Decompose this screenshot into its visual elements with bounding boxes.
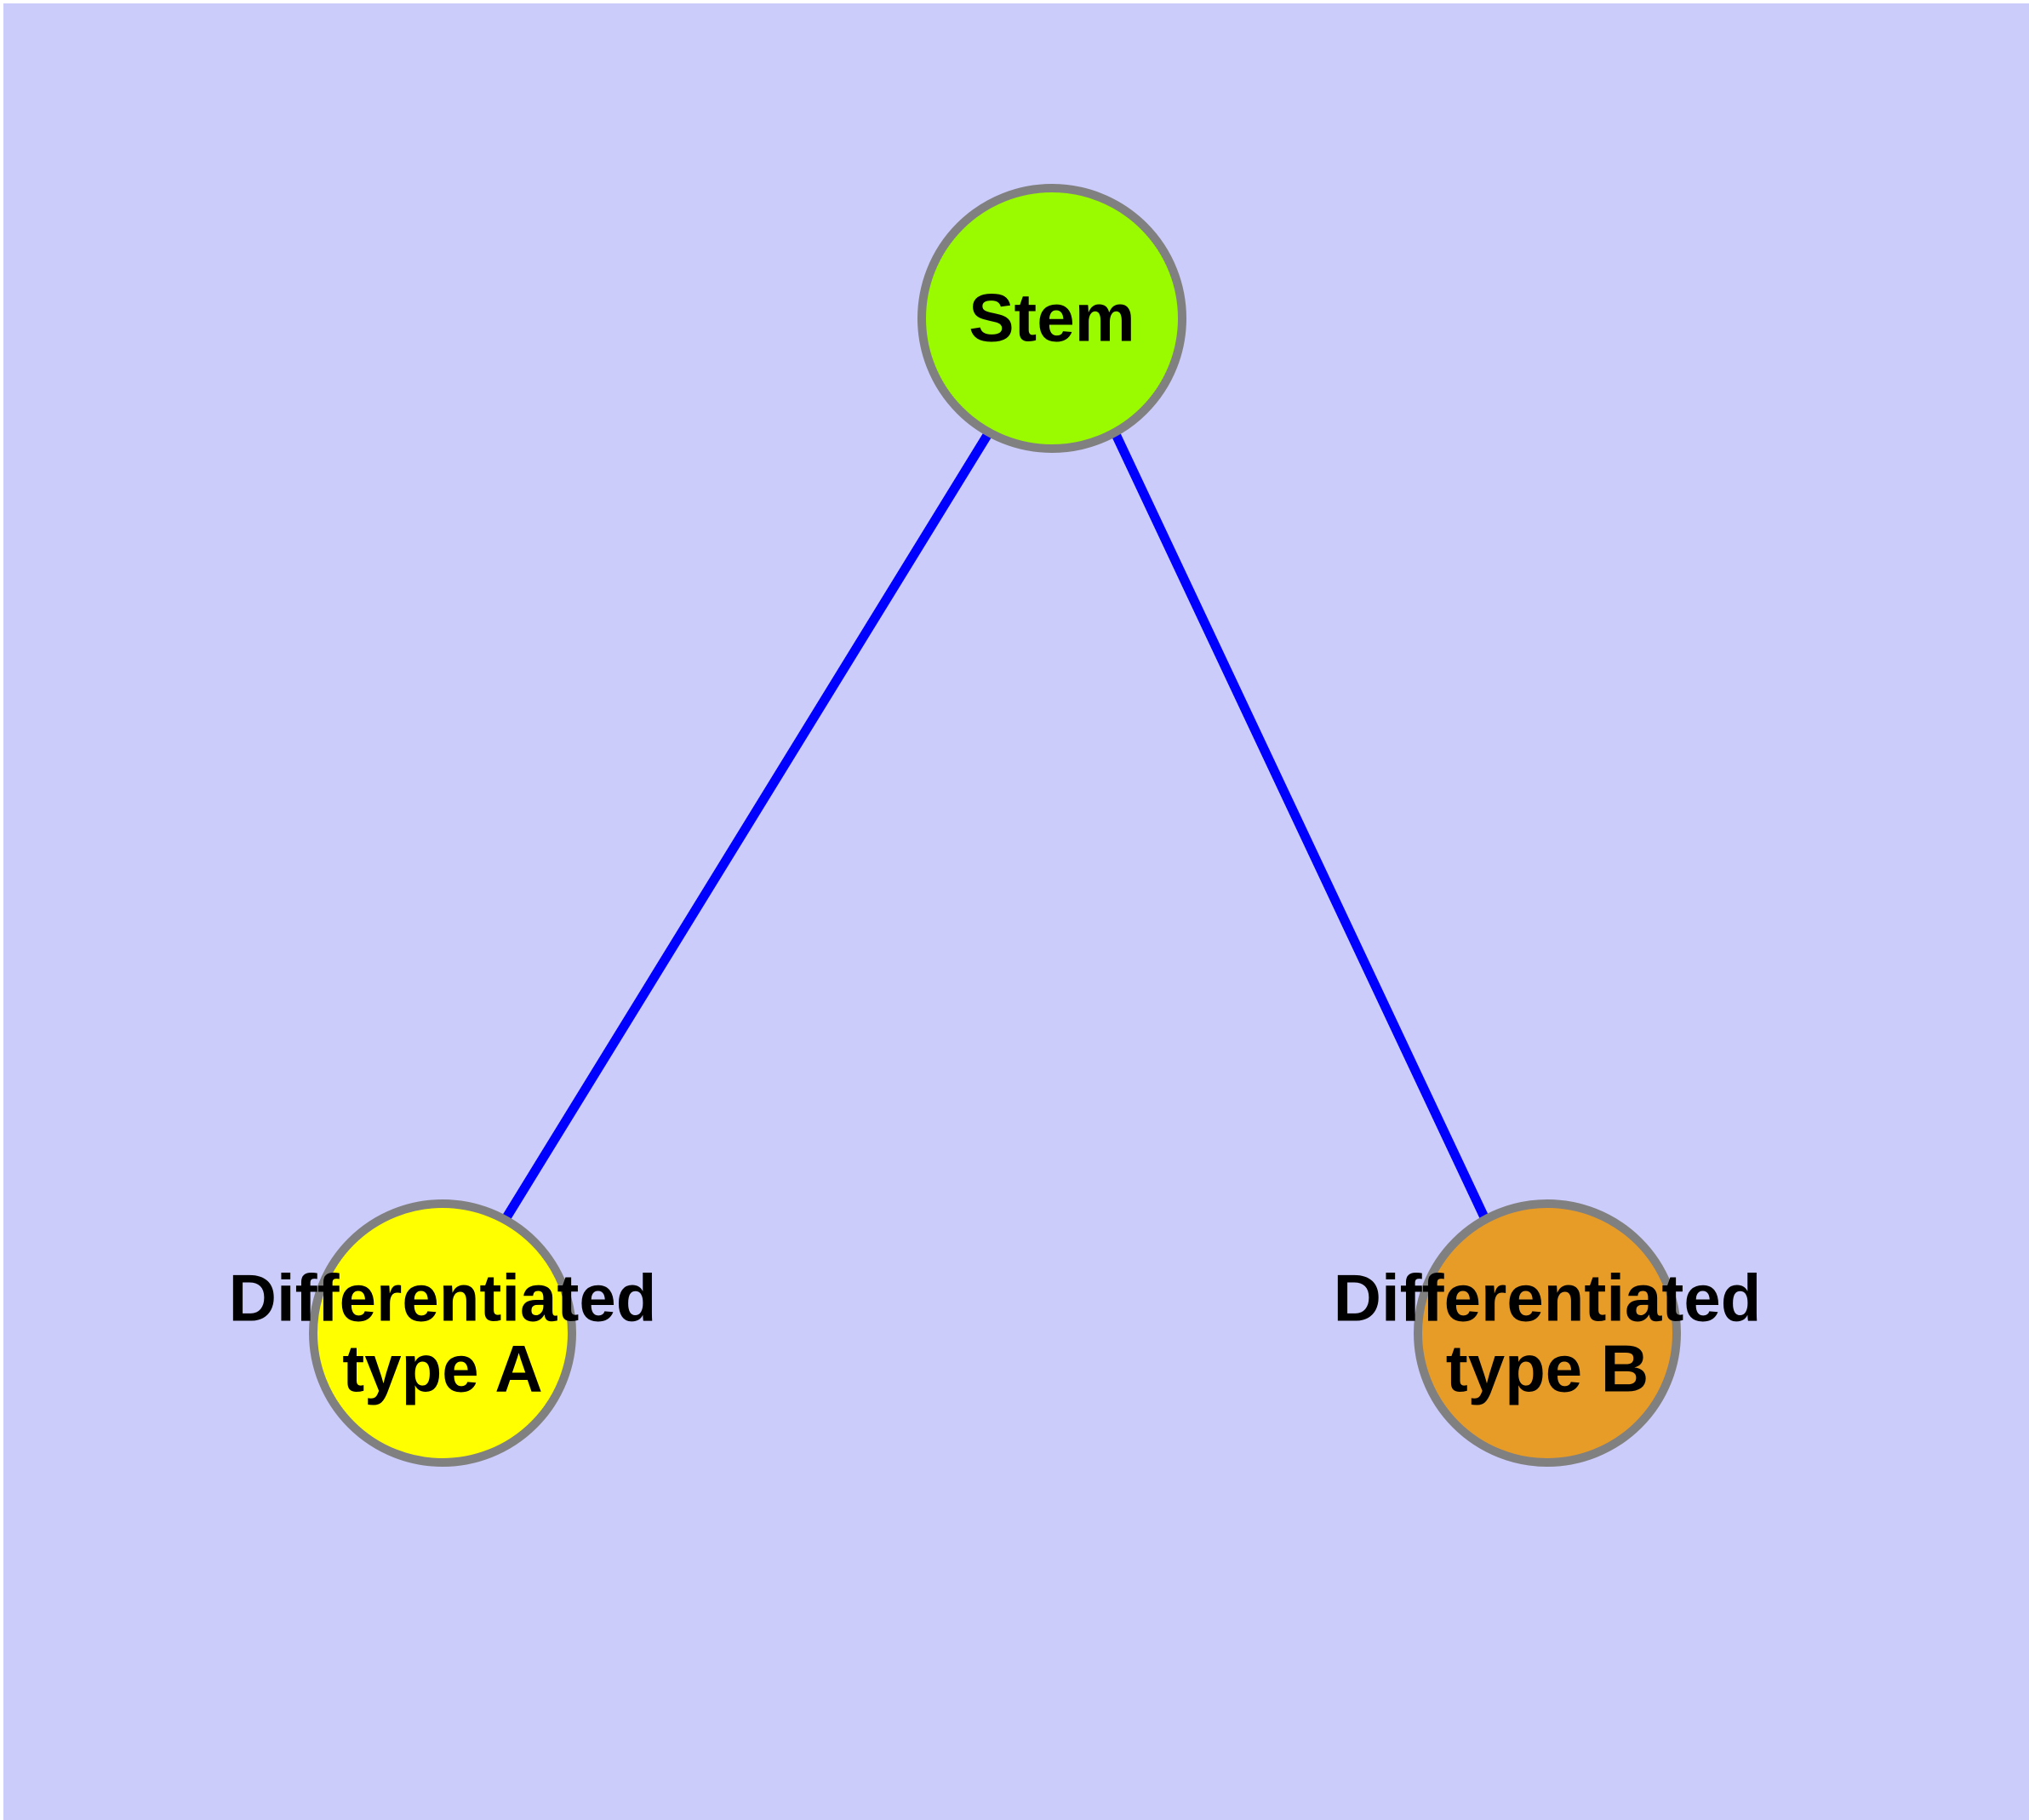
node-layer <box>309 184 1681 1467</box>
node-diff_b[interactable] <box>1414 1199 1681 1467</box>
node-diff_a[interactable] <box>309 1199 576 1467</box>
edge-stem-to-diff-a[interactable] <box>501 430 993 1222</box>
edge-layer <box>501 430 1489 1222</box>
edge-stem-to-diff-b[interactable] <box>1111 430 1489 1222</box>
node-stem[interactable] <box>917 184 1186 453</box>
